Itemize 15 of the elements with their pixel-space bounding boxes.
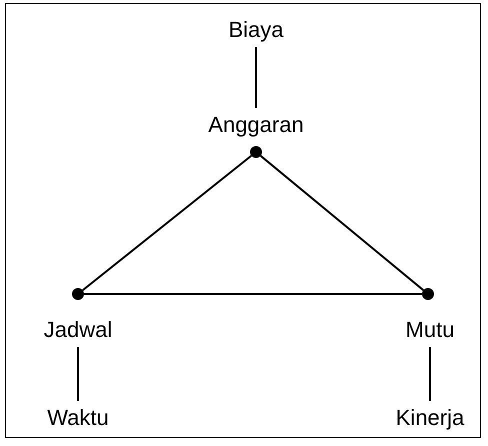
connector-line [255,47,257,108]
connector-line [82,154,252,292]
vertex-dot [72,288,84,300]
node-label: Waktu [47,405,109,431]
connector-line [260,155,424,291]
connector-line [77,347,79,401]
node-label: Biaya [228,17,284,43]
vertex-dot [250,146,262,158]
vertex-dot [422,288,434,300]
connector-line [429,347,431,401]
node-label: Anggaran [208,112,304,138]
node-label: Kinerja [396,405,464,431]
node-label: Mutu [406,317,454,343]
node-label: Jadwal [44,317,112,343]
connector-line [84,293,422,295]
